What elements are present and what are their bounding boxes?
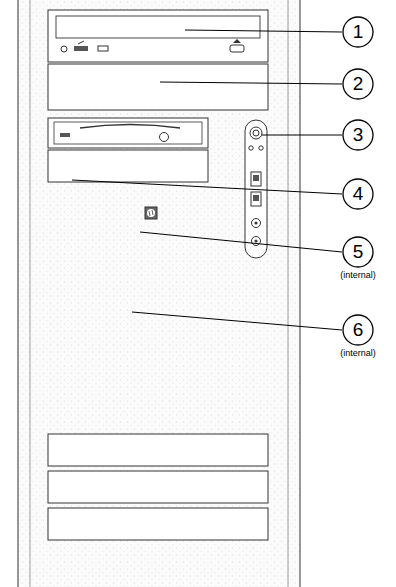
logo — [145, 207, 157, 219]
callout-note: (internal) — [340, 270, 376, 280]
callout-number: 4 — [342, 178, 374, 210]
blank-bay — [48, 150, 208, 182]
leader-line — [72, 30, 342, 330]
callout-circle: 3 — [342, 119, 374, 151]
case — [18, 0, 300, 587]
callout-number: 1 — [342, 16, 374, 48]
callout-circle: 1 — [342, 16, 374, 48]
callout-number: 6 — [342, 314, 374, 346]
floppy-drive — [48, 118, 208, 148]
optical-drive — [48, 10, 268, 62]
blank-bay — [48, 64, 268, 110]
vent-slot — [48, 434, 268, 540]
callout-number: 3 — [342, 119, 374, 151]
callout-number: 5 — [342, 236, 374, 268]
callout-circle: 2 — [342, 68, 374, 100]
callout-note: (internal) — [340, 348, 376, 358]
callout-number: 2 — [342, 68, 374, 100]
front-panel — [30, 0, 288, 587]
callout-circle: 6(internal) — [342, 314, 374, 346]
callout-circle: 4 — [342, 178, 374, 210]
callout-circle: 5(internal) — [342, 236, 374, 268]
